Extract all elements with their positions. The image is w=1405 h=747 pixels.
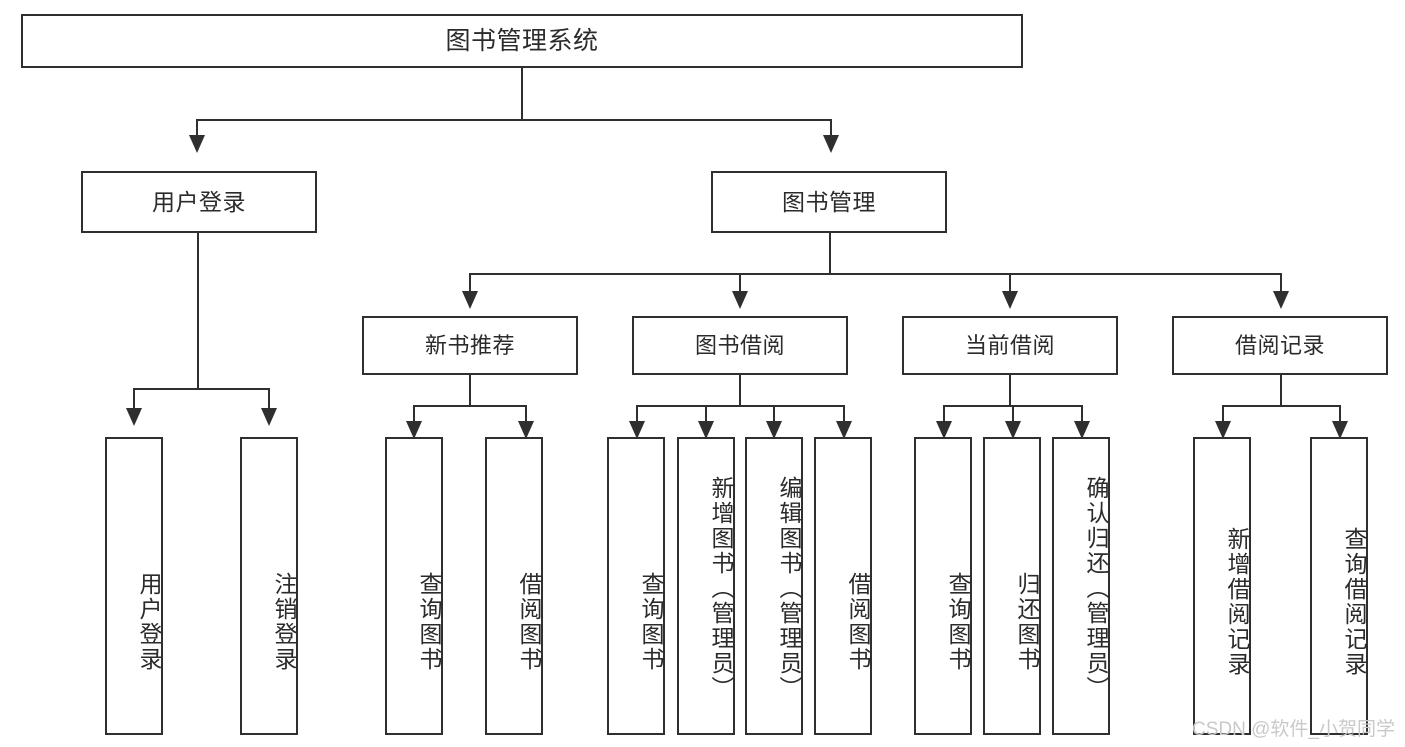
connector-current-drop-1 bbox=[943, 405, 945, 423]
connector-level2-drop-4 bbox=[1280, 273, 1282, 293]
connector-recommend-bus bbox=[413, 405, 525, 407]
arrowhead-to-new-book-recommend bbox=[462, 291, 478, 309]
connector-borrow-drop-3 bbox=[773, 405, 775, 423]
connector-book-manage-stem bbox=[829, 233, 831, 274]
node-label: 借阅记录 bbox=[1234, 332, 1325, 358]
leaf-logout[interactable]: 注销登录 bbox=[240, 437, 298, 735]
leaf-current-return-book[interactable]: 归还图书 bbox=[983, 437, 1041, 735]
connector-record-drop-2 bbox=[1339, 405, 1341, 423]
arrowhead-record-leaf-1 bbox=[1215, 421, 1231, 439]
connector-current-drop-2 bbox=[1012, 405, 1014, 423]
node-label: 查询借阅记录 bbox=[1341, 527, 1367, 677]
arrowhead-borrow-leaf-1 bbox=[629, 421, 645, 439]
connector-borrow-stem bbox=[739, 375, 741, 406]
node-label: 新增借阅记录 bbox=[1224, 527, 1250, 677]
arrowhead-to-book-borrow bbox=[732, 291, 748, 309]
arrowhead-user-login-leaf-2 bbox=[261, 408, 277, 426]
leaf-record-query-record[interactable]: 查询借阅记录 bbox=[1310, 437, 1368, 735]
leaf-recommend-borrow-book[interactable]: 借阅图书 bbox=[485, 437, 543, 735]
node-label: 归还图书 bbox=[1014, 572, 1040, 672]
leaf-borrow-edit-book-admin[interactable]: 编辑图书（管理员） bbox=[745, 437, 803, 735]
connector-root-bus bbox=[196, 119, 832, 121]
arrowhead-borrow-leaf-3 bbox=[766, 421, 782, 439]
node-label: 借阅图书 bbox=[516, 572, 542, 672]
connector-borrow-drop-1 bbox=[636, 405, 638, 423]
connector-record-stem bbox=[1280, 375, 1282, 406]
node-label: 用户登录 bbox=[152, 188, 246, 215]
arrowhead-borrow-leaf-2 bbox=[698, 421, 714, 439]
node-label: 新增图书（管理员） bbox=[708, 475, 734, 701]
node-user-login[interactable]: 用户登录 bbox=[81, 171, 317, 233]
arrowhead-current-leaf-3 bbox=[1074, 421, 1090, 439]
node-current-borrow[interactable]: 当前借阅 bbox=[902, 316, 1118, 375]
leaf-current-confirm-return-admin[interactable]: 确认归还（管理员） bbox=[1052, 437, 1110, 735]
leaf-borrow-borrow-book[interactable]: 借阅图书 bbox=[814, 437, 872, 735]
node-label: 图书管理系统 bbox=[445, 26, 599, 55]
connector-root-drop-left bbox=[196, 119, 198, 137]
arrowhead-current-leaf-1 bbox=[936, 421, 952, 439]
node-book-management[interactable]: 图书管理 bbox=[711, 171, 947, 233]
node-label: 查询图书 bbox=[416, 572, 442, 672]
leaf-record-add-record[interactable]: 新增借阅记录 bbox=[1193, 437, 1251, 735]
arrowhead-to-current-borrow bbox=[1002, 291, 1018, 309]
node-label: 图书管理 bbox=[782, 188, 876, 215]
leaf-current-query-book[interactable]: 查询图书 bbox=[914, 437, 972, 735]
arrowhead-borrow-leaf-4 bbox=[836, 421, 852, 439]
connector-current-drop-3 bbox=[1081, 405, 1083, 423]
leaf-user-login[interactable]: 用户登录 bbox=[105, 437, 163, 735]
connector-borrow-drop-2 bbox=[705, 405, 707, 423]
node-label: 确认归还（管理员） bbox=[1083, 475, 1109, 701]
connector-recommend-drop-1 bbox=[413, 405, 415, 423]
connector-recommend-drop-2 bbox=[525, 405, 527, 423]
arrowhead-user-login-leaf-1 bbox=[126, 408, 142, 426]
node-label: 注销登录 bbox=[271, 572, 297, 672]
arrowhead-recommend-leaf-2 bbox=[518, 421, 534, 439]
node-label: 用户登录 bbox=[136, 572, 162, 672]
connector-current-stem bbox=[1009, 375, 1011, 406]
node-label: 查询图书 bbox=[638, 572, 664, 672]
connector-user-login-drop-1 bbox=[133, 388, 135, 410]
node-label: 编辑图书（管理员） bbox=[776, 475, 802, 701]
connector-record-drop-1 bbox=[1222, 405, 1224, 423]
leaf-borrow-add-book-admin[interactable]: 新增图书（管理员） bbox=[677, 437, 735, 735]
connector-user-login-bus bbox=[133, 388, 268, 390]
arrowhead-to-user-login bbox=[189, 135, 205, 153]
node-root-system[interactable]: 图书管理系统 bbox=[21, 14, 1023, 68]
node-new-book-recommend[interactable]: 新书推荐 bbox=[362, 316, 578, 375]
connector-root-stem bbox=[521, 68, 523, 120]
connector-borrow-bus bbox=[636, 405, 843, 407]
leaf-recommend-query-book[interactable]: 查询图书 bbox=[385, 437, 443, 735]
node-borrow-record[interactable]: 借阅记录 bbox=[1172, 316, 1388, 375]
connector-user-login-stem bbox=[197, 233, 199, 389]
node-book-borrow[interactable]: 图书借阅 bbox=[632, 316, 848, 375]
arrowhead-to-book-manage bbox=[823, 135, 839, 153]
arrowhead-to-borrow-record bbox=[1273, 291, 1289, 309]
connector-level2-drop-2 bbox=[739, 273, 741, 293]
node-label: 当前借阅 bbox=[964, 332, 1055, 358]
connector-record-bus bbox=[1222, 405, 1339, 407]
csdn-watermark: CSDN @软件_小贺同学 bbox=[1192, 719, 1395, 740]
connector-root-drop-right bbox=[830, 119, 832, 137]
node-label: 查询图书 bbox=[945, 572, 971, 672]
node-label: 借阅图书 bbox=[845, 572, 871, 672]
leaf-borrow-query-book[interactable]: 查询图书 bbox=[607, 437, 665, 735]
connector-borrow-drop-4 bbox=[843, 405, 845, 423]
connector-level2-drop-3 bbox=[1009, 273, 1011, 293]
connector-level2-drop-1 bbox=[469, 273, 471, 293]
arrowhead-recommend-leaf-1 bbox=[406, 421, 422, 439]
node-label: 图书借阅 bbox=[694, 332, 785, 358]
connector-recommend-stem bbox=[469, 375, 471, 406]
connector-level2-bus bbox=[469, 273, 1281, 275]
arrowhead-current-leaf-2 bbox=[1005, 421, 1021, 439]
arrowhead-record-leaf-2 bbox=[1332, 421, 1348, 439]
node-label: 新书推荐 bbox=[424, 332, 515, 358]
connector-user-login-drop-2 bbox=[268, 388, 270, 410]
